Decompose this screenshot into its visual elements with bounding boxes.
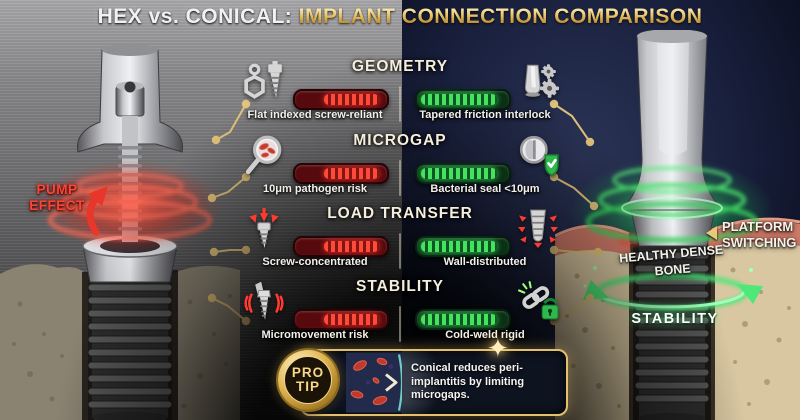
stability-hex-cell: Micromovement risk xyxy=(237,276,393,350)
geometry-conical-cell: Tapered friction interlock xyxy=(407,56,563,130)
microgap-hex-cell: 10μm pathogen risk xyxy=(237,130,393,204)
row-divider xyxy=(399,86,401,122)
geometry-conical-label: Tapered friction interlock xyxy=(419,109,551,121)
stability-conical-bar xyxy=(415,309,511,330)
pump-effect-callout: PUMP EFFECT xyxy=(29,182,85,213)
bar-segments xyxy=(324,241,379,252)
bacteria-illustration xyxy=(346,352,402,413)
micromovement-icon xyxy=(243,280,285,322)
pro-tip-text: Conical reduces peri-implantitis by limi… xyxy=(402,351,566,414)
platform-switching-arrow-icon xyxy=(706,226,717,240)
geometry-hex-label: Flat indexed screw-reliant xyxy=(247,109,383,121)
row-microgap: MICROGAP 10μm pathogen risk xyxy=(237,130,563,204)
pro-tip-badge-label: PRO TIP xyxy=(284,356,332,404)
pro-tip-badge: PRO TIP xyxy=(278,350,338,410)
row-geometry: GEOMETRY Flat indexed screw-reliant xyxy=(237,56,563,130)
load-conical-cell: Wall-distributed xyxy=(407,203,563,277)
microgap-hex-label: 10μm pathogen risk xyxy=(263,183,367,195)
hex-nut-screw-icon xyxy=(243,60,285,102)
bar-segments xyxy=(324,168,379,179)
row-stability-heading: STABILITY xyxy=(356,278,444,295)
screw-load-arrows-icon xyxy=(243,207,285,249)
geometry-hex-cell: Flat indexed screw-reliant xyxy=(237,56,393,130)
row-load-transfer: LOAD TRANSFER Screw-concentrated xyxy=(237,203,563,277)
title-hex-vs-conical: HEX vs. CONICAL: xyxy=(97,5,293,28)
stability-hex-label: Micromovement risk xyxy=(261,329,369,341)
load-conical-bar xyxy=(415,236,511,257)
sparkle-flare-icon: ✦ xyxy=(487,333,509,363)
magnifier-pathogen-icon xyxy=(243,134,285,176)
page-title: HEX vs. CONICAL: IMPLANT CONNECTION COMP… xyxy=(0,5,800,29)
bar-segments xyxy=(324,94,379,105)
load-hex-bar xyxy=(293,236,389,257)
bar-segments xyxy=(420,94,498,105)
row-load-transfer-heading: LOAD TRANSFER xyxy=(327,205,473,222)
row-stability: STABILITY Micromovement risk xyxy=(237,276,563,350)
row-divider xyxy=(399,233,401,269)
abutment-gears-icon xyxy=(517,60,559,102)
microgap-hex-bar xyxy=(293,163,389,184)
load-hex-label: Screw-concentrated xyxy=(262,256,368,268)
geometry-hex-bar xyxy=(293,89,389,110)
row-divider xyxy=(399,306,401,342)
chain-lock-icon xyxy=(517,280,559,322)
row-divider xyxy=(399,160,401,196)
platform-switching-callout: PLATFORM SWITCHING xyxy=(722,219,797,250)
microgap-conical-bar xyxy=(415,163,511,184)
bar-segments xyxy=(420,241,498,252)
stability-conical-label: Cold-weld rigid xyxy=(445,329,525,341)
bar-segments xyxy=(324,314,379,325)
distributed-load-icon xyxy=(517,207,559,249)
load-conical-label: Wall-distributed xyxy=(443,256,527,268)
row-geometry-heading: GEOMETRY xyxy=(351,58,449,75)
geometry-conical-bar xyxy=(415,89,511,110)
load-hex-cell: Screw-concentrated xyxy=(237,203,393,277)
bar-segments xyxy=(420,168,498,179)
microgap-conical-cell: Bacterial seal <10μm xyxy=(407,130,563,204)
seal-shield-check-icon xyxy=(517,134,559,176)
row-microgap-heading: MICROGAP xyxy=(353,132,447,149)
title-comparison: IMPLANT CONNECTION COMPARISON xyxy=(298,5,703,28)
pro-tip-panel: Conical reduces peri-implantitis by limi… xyxy=(300,349,568,416)
stability-callout: STABILITY xyxy=(631,311,719,327)
microgap-conical-label: Bacterial seal <10μm xyxy=(430,183,540,195)
bar-segments xyxy=(420,314,498,325)
stability-hex-bar xyxy=(293,309,389,330)
stability-conical-cell: Cold-weld rigid xyxy=(407,276,563,350)
